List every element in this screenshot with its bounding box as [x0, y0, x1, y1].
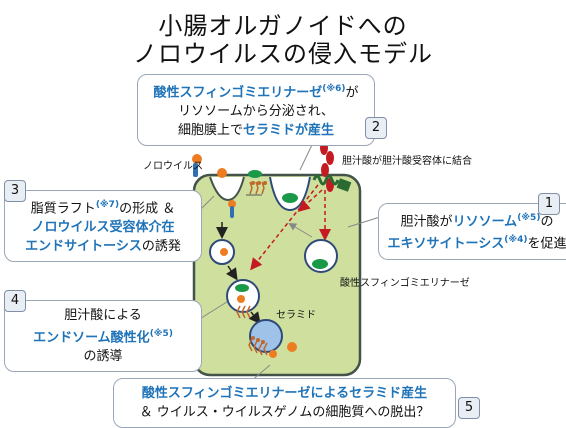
ceramide-label: セラミド [276, 310, 316, 321]
bile-receptor [312, 174, 340, 186]
receptor-outside [193, 163, 198, 177]
step-badge-4: 4 [4, 290, 26, 312]
asm-enzyme-top [282, 193, 298, 203]
callout-3: 脂質ラフト(※7)の形成 ＆ ノロウイルス受容体介在 エンドサイトーシスの誘発 [4, 190, 202, 263]
callout-4: 胆汁酸による エンドソーム酸性化(※5) の誘導 [4, 300, 202, 373]
asm-label: 酸性スフィンゴミエリナーゼ [340, 278, 470, 289]
cell-body [192, 173, 362, 377]
virus-outside [192, 154, 202, 164]
callout-2: 酸性スフィンゴミエリナーゼ(※6)が リソソームから分泌され、 細胞膜上でセラミ… [137, 74, 375, 147]
norovirus-label: ノロウイルス [143, 161, 203, 172]
callout-1: 胆汁酸がリソソーム(※5)の エキソサイトーシス(※4)を促進 [378, 203, 566, 260]
endocytosis-pit [209, 176, 245, 202]
step-badge-3: 3 [4, 180, 26, 202]
bile-binding-label: 胆汁酸が胆汁酸受容体に結合 [342, 156, 472, 167]
callout-5: 酸性スフィンゴミエリナーゼによるセラミド産生 ＆ ウイルス・ウイルスゲノムの細胞… [113, 378, 456, 428]
step-badge-2: 2 [365, 117, 387, 139]
page-title-line2: ノロウイルスの侵入モデル [133, 40, 433, 68]
virus-escaped [287, 342, 297, 352]
step-badge-1: 1 [538, 193, 560, 215]
step-badge-5: 5 [458, 397, 480, 419]
page-title-line1: 小腸オルガノイドへの [158, 12, 408, 40]
